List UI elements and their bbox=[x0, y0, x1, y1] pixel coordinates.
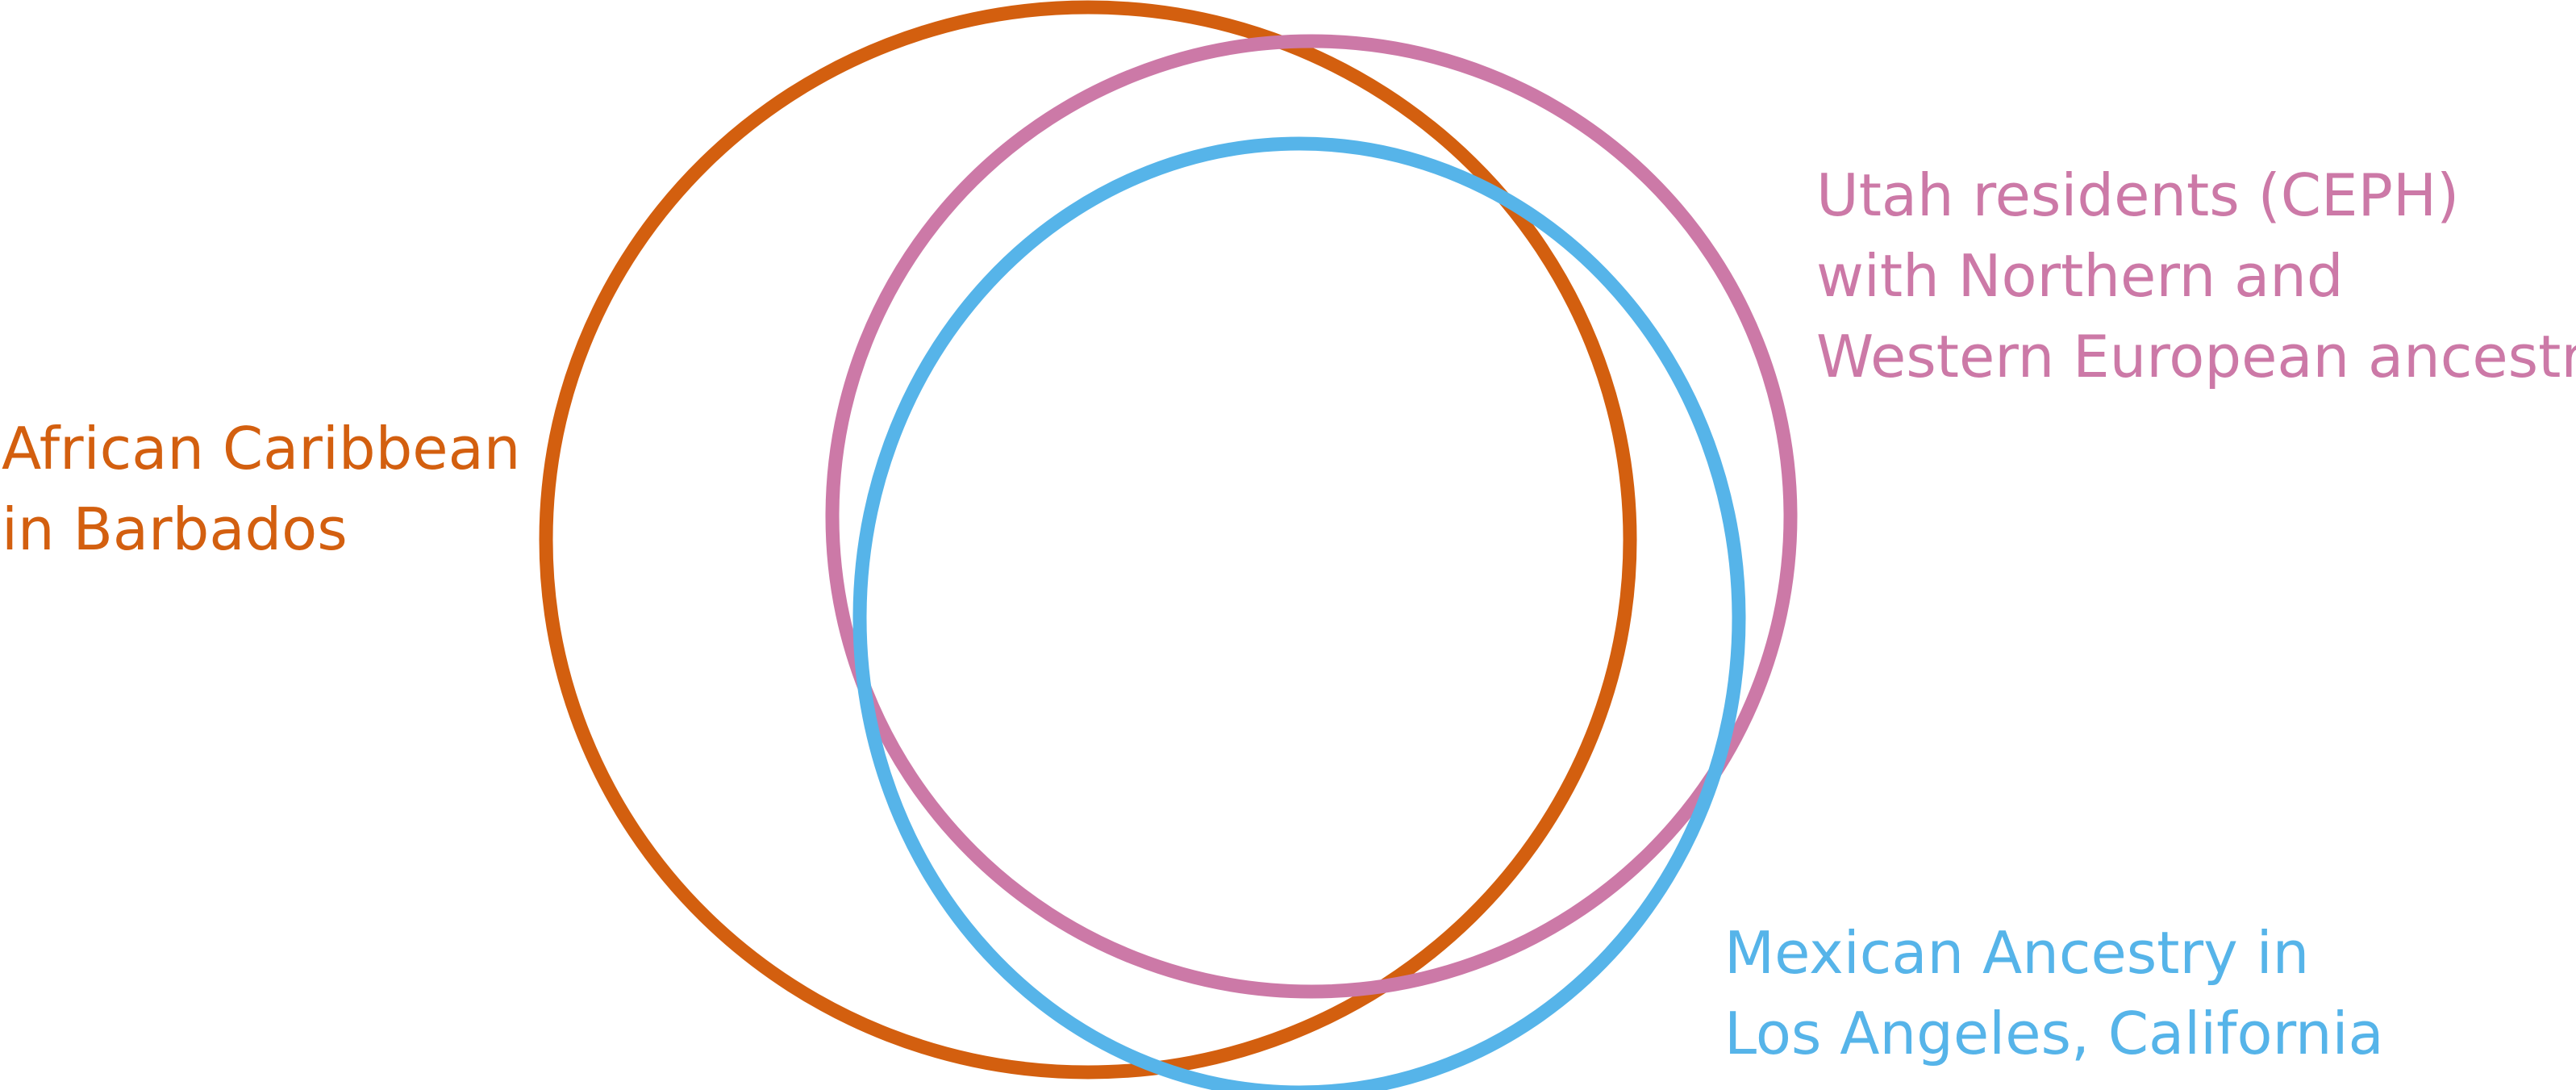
label-mexican: Mexican Ancestry in Los Angeles, Califor… bbox=[1724, 913, 2384, 1074]
label-line: with Northern and bbox=[1816, 242, 2344, 310]
label-line: Utah residents (CEPH) bbox=[1816, 161, 2460, 229]
label-ceph: Utah residents (CEPH) with Northern and … bbox=[1816, 155, 2576, 397]
label-line: African Caribbean bbox=[2, 415, 521, 482]
label-line: Mexican Ancestry in bbox=[1724, 919, 2310, 987]
circle-barbados bbox=[539, 0, 1637, 1080]
label-line: Los Angeles, California bbox=[1724, 1000, 2384, 1067]
circle-ceph bbox=[825, 34, 1798, 999]
label-line: in Barbados bbox=[2, 495, 348, 563]
label-line: Western European ancestry bbox=[1816, 323, 2576, 390]
circle-mexican bbox=[852, 136, 1746, 1090]
label-barbados: African Caribbean in Barbados bbox=[2, 408, 520, 570]
